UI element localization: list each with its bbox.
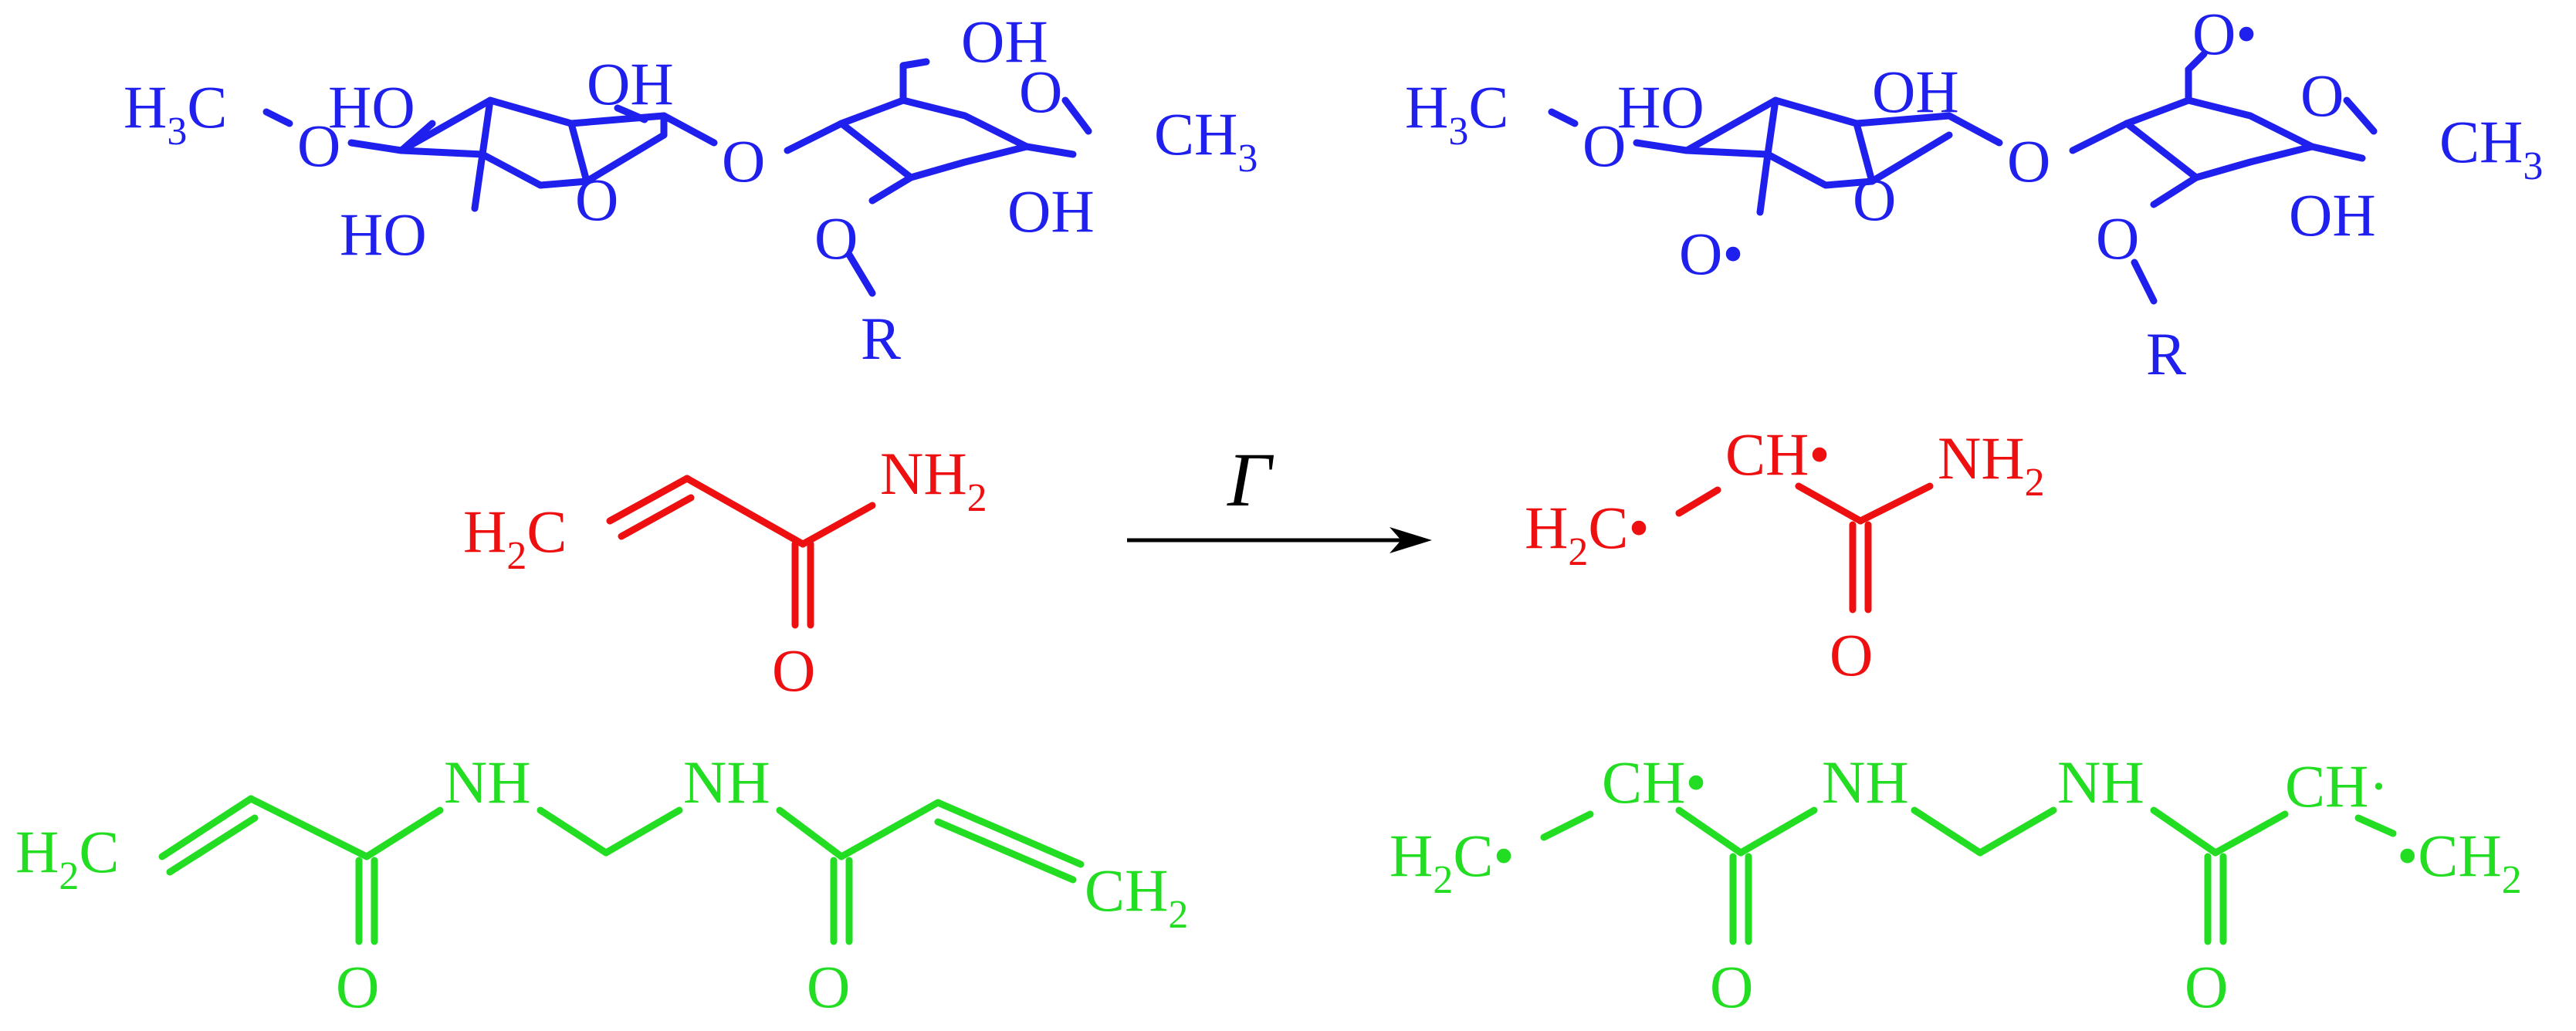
h2c-label: H2C: [15, 818, 119, 898]
hydroxyl-label: OH: [587, 50, 674, 117]
polysaccharide-left: H3C O HO OH OH HO O O O OH O R CH3: [124, 8, 1258, 372]
carbonyl-oxygen: O: [336, 953, 379, 1020]
carbonyl-oxygen: O: [2185, 953, 2228, 1020]
substituent-oxygen: O: [2096, 205, 2139, 272]
amide-nh-label: NH: [683, 749, 770, 816]
hydroxyl-label: OH: [961, 8, 1048, 75]
oxygen-radical: O•: [2192, 0, 2257, 67]
glycosidic-oxygen: O: [722, 127, 765, 194]
amide-nh-label: NH: [1822, 749, 1909, 816]
acrylamide-radical: H2C• CH• NH2 O: [1525, 421, 2045, 688]
oxygen-radical: O•: [1679, 220, 1744, 287]
ring-oxygen: O: [575, 166, 618, 233]
h2c-radical-label: H2C•: [1390, 822, 1515, 902]
substituent-oxygen: O: [814, 205, 858, 272]
ch2-radical-label: •CH2: [2397, 822, 2522, 902]
ring-oxygen: O: [2300, 62, 2344, 129]
amide-nh-label: NH: [444, 749, 531, 816]
hydroxyl-label: HO: [328, 73, 415, 140]
mba-radical: H2C• CH• NH NH CH· •CH2 O O: [1390, 749, 2522, 1020]
ether-oxygen: O: [297, 112, 340, 179]
polysaccharide-radical: H3C O HO OH O• O• O O O OH O R CH3: [1405, 0, 2543, 387]
amine-label: NH2: [1938, 424, 2045, 505]
hydroxyl-label: HO: [340, 201, 427, 268]
h2c-label: H2C: [463, 498, 567, 578]
amide-nh-label: NH: [2057, 749, 2144, 816]
hydroxyl-label: OH: [1007, 177, 1095, 245]
ch2-label: CH2: [1085, 857, 1188, 937]
ch-radical-label: CH•: [1602, 749, 1707, 816]
hydroxyl-label: OH: [1872, 58, 1959, 125]
h2c-radical-label: H2C•: [1525, 494, 1650, 574]
ch-radical-label: CH•: [1725, 421, 1830, 488]
glycosidic-oxygen: O: [2007, 127, 2050, 194]
ring-oxygen: O: [1019, 58, 1062, 125]
h3c-label: H3C: [1405, 73, 1508, 154]
ring-oxygen: O: [1853, 166, 1896, 233]
ch3-label: CH3: [1154, 100, 1258, 181]
carbonyl-oxygen: O: [1830, 621, 1873, 688]
ether-oxygen: O: [1582, 112, 1626, 179]
acrylamide-monomer: H2C NH2 O: [463, 440, 987, 704]
hydroxyl-label: HO: [1617, 73, 1704, 140]
amine-label: NH2: [880, 440, 987, 520]
h3c-label: H3C: [124, 73, 227, 154]
r-group: R: [2146, 320, 2186, 387]
carbonyl-oxygen: O: [772, 637, 815, 704]
r-group: R: [861, 305, 901, 372]
ch-radical-label: CH·: [2285, 752, 2388, 820]
carbonyl-oxygen: O: [807, 953, 850, 1020]
hydroxyl-label: OH: [2289, 181, 2376, 248]
mba-crosslinker: H2C NH NH O O CH2: [15, 749, 1188, 1020]
carbonyl-oxygen: O: [1710, 953, 1753, 1020]
reaction-arrow: Γ: [1127, 437, 1432, 553]
ch3-label: CH3: [2439, 108, 2543, 188]
gamma-irradiation-label: Γ: [1227, 437, 1274, 522]
